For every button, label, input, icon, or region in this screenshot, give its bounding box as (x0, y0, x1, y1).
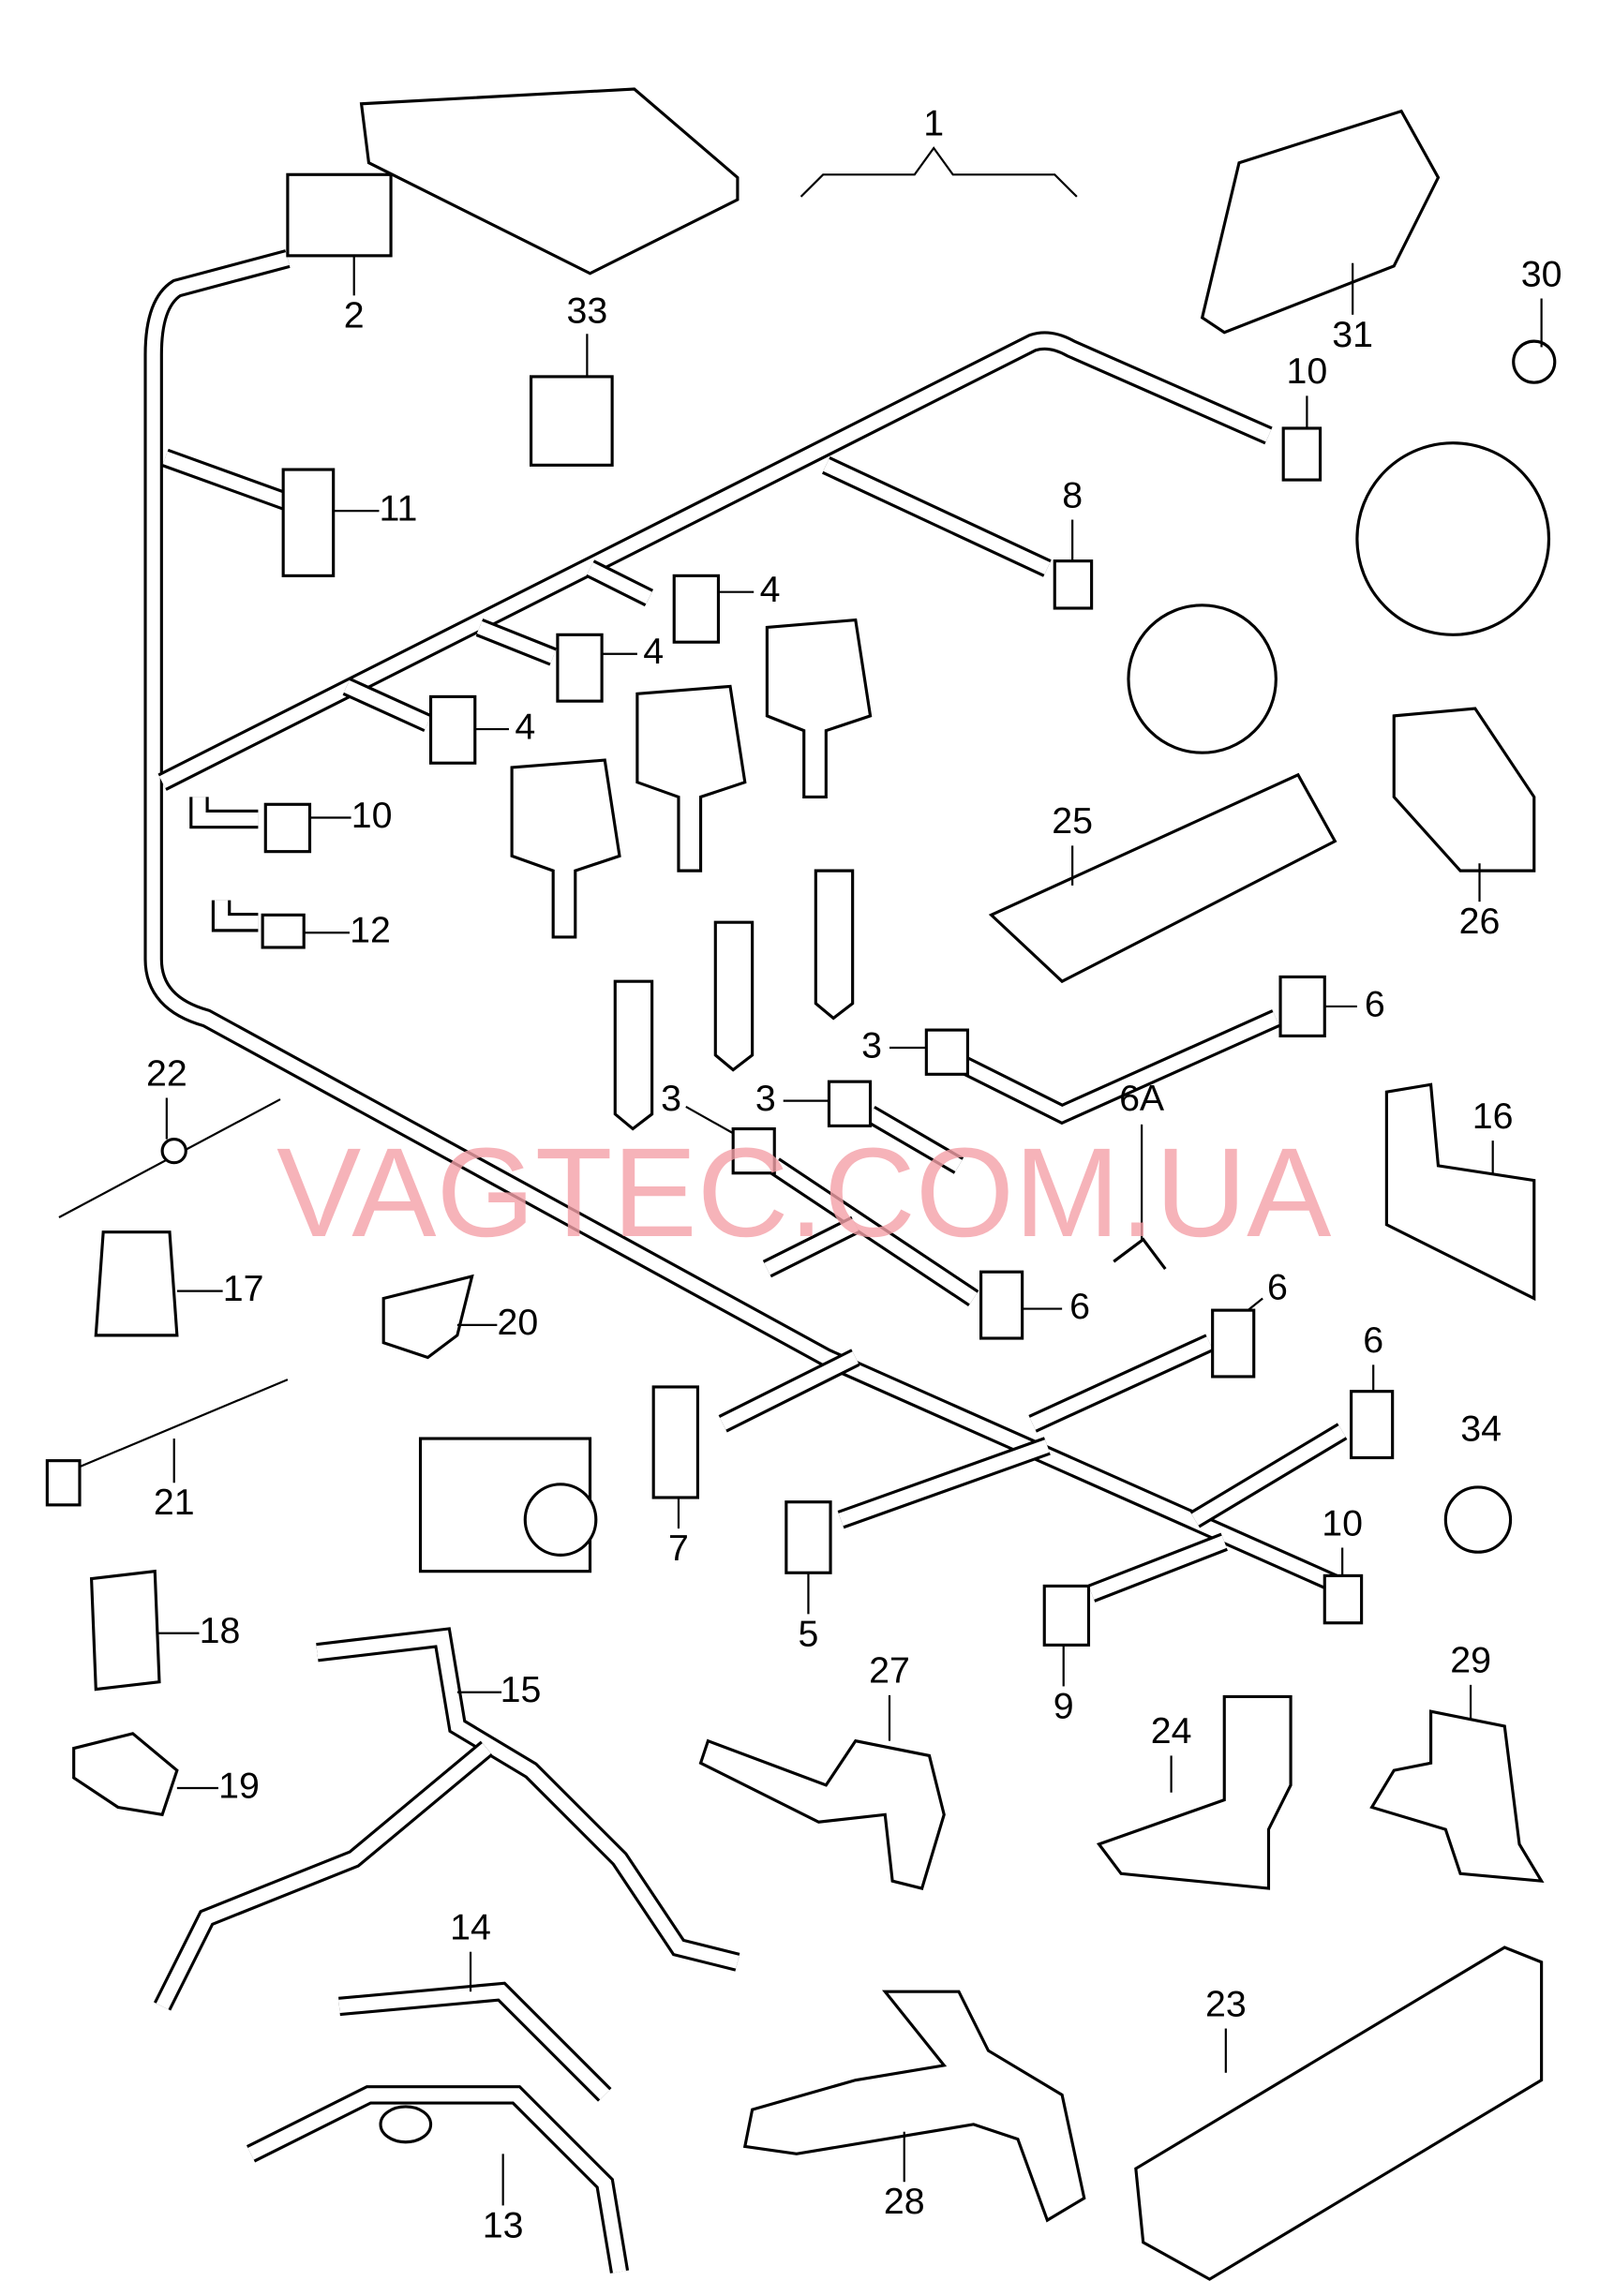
callout-13[interactable]: 13 (483, 2204, 524, 2245)
watermark: VAGTEC.COM.UA (276, 1121, 1331, 1263)
callout-21[interactable]: 21 (154, 1482, 195, 1523)
ignition-coil-2 (635, 684, 747, 872)
ac-compressor (1355, 441, 1551, 636)
injector-2 (713, 920, 755, 1072)
connector-9 (1042, 1584, 1091, 1647)
callout-10[interactable]: 10 (1287, 350, 1328, 392)
bracket-16 (1384, 1082, 1536, 1302)
callout-8[interactable]: 8 (1062, 474, 1083, 515)
injector-3 (613, 979, 654, 1131)
callout-6[interactable]: 6 (1069, 1286, 1090, 1327)
holder-18 (89, 1569, 161, 1692)
callout-17[interactable]: 17 (223, 1268, 264, 1309)
cable-tie-21 (58, 1379, 289, 1477)
callout-2[interactable]: 2 (344, 294, 365, 335)
connector-4b (556, 633, 604, 703)
callout-4[interactable]: 4 (643, 631, 664, 672)
cover-23 (1134, 1946, 1544, 2281)
wiring-harness (143, 249, 1362, 1603)
callout-11[interactable]: 11 (380, 488, 418, 529)
ignition-coil-1 (765, 618, 873, 799)
callout-3[interactable]: 3 (861, 1024, 882, 1066)
callout-16[interactable]: 16 (1472, 1096, 1514, 1137)
grommet-34 (1443, 1485, 1513, 1554)
callout-5[interactable]: 5 (799, 1613, 819, 1654)
callout-labels: 1 2 33 31 30 10 11 8 4 4 4 10 12 25 26 6… (146, 103, 1562, 2246)
connector-10a (1281, 426, 1323, 482)
callout-4[interactable]: 4 (515, 706, 535, 747)
connector-6b (979, 1270, 1024, 1340)
callout-10[interactable]: 10 (351, 795, 393, 836)
connector-6d (1350, 1390, 1395, 1460)
holder-17 (94, 1230, 179, 1337)
callout-4[interactable]: 4 (760, 569, 781, 610)
callout-25[interactable]: 25 (1052, 800, 1093, 842)
bracket-31 (1200, 109, 1441, 335)
callout-15[interactable]: 15 (501, 1669, 542, 1710)
callout-30[interactable]: 30 (1521, 253, 1562, 294)
clip-30 (1512, 339, 1557, 384)
callout-9[interactable]: 9 (1054, 1685, 1074, 1726)
connector-3c (731, 1126, 776, 1175)
callout-23[interactable]: 23 (1205, 1983, 1247, 2024)
connector-12 (261, 913, 306, 949)
bracket-28 (742, 1990, 1086, 2223)
wire-6A (1113, 1237, 1167, 1270)
callout-34[interactable]: 34 (1460, 1409, 1502, 1450)
callout-22[interactable]: 22 (146, 1052, 187, 1094)
connector-10b (263, 802, 312, 854)
callout-14[interactable]: 14 (450, 1907, 491, 1948)
connector-3a (924, 1028, 969, 1076)
clip-20 (381, 1274, 474, 1360)
ignition-coil-3 (510, 758, 621, 939)
injector-1 (814, 869, 855, 1021)
relay-carrier-33 (529, 375, 614, 467)
callout-1[interactable]: 1 (923, 103, 944, 144)
callout-12[interactable]: 12 (350, 910, 391, 951)
components (45, 87, 1557, 2281)
callout-20[interactable]: 20 (498, 1302, 539, 1343)
bracket-29 (1369, 1709, 1545, 1884)
connector-6c (1211, 1308, 1256, 1379)
connector-11 (281, 468, 336, 577)
callout-31[interactable]: 31 (1332, 314, 1373, 355)
leader-lines (157, 255, 1543, 2206)
callout-10[interactable]: 10 (1322, 1502, 1363, 1543)
connector-6a (1278, 975, 1326, 1037)
connector-7 (651, 1385, 699, 1499)
callout-6[interactable]: 6 (1365, 983, 1385, 1024)
callout-6[interactable]: 6 (1267, 1266, 1288, 1307)
callout-27[interactable]: 27 (869, 1650, 910, 1692)
callout-3[interactable]: 3 (755, 1078, 776, 1119)
callout-6A[interactable]: 6A (1119, 1078, 1165, 1119)
connector-5 (785, 1500, 832, 1574)
connector-8 (1053, 559, 1094, 610)
group-bracket-1 (800, 146, 1078, 198)
bracket-26 (1392, 707, 1536, 872)
connector-4a (672, 574, 721, 644)
bracket-24 (1096, 1694, 1293, 1890)
clip-19 (72, 1732, 179, 1817)
alternator (1127, 604, 1278, 754)
connector-3b (827, 1080, 873, 1127)
connector-4c (428, 694, 477, 765)
callout-24[interactable]: 24 (1151, 1710, 1192, 1752)
cover-25 (988, 772, 1337, 984)
control-unit (359, 87, 740, 276)
bracket-27 (698, 1738, 946, 1890)
callout-33[interactable]: 33 (566, 291, 607, 332)
callout-6[interactable]: 6 (1363, 1319, 1383, 1361)
callout-19[interactable]: 19 (218, 1765, 260, 1806)
callout-7[interactable]: 7 (668, 1528, 689, 1569)
callout-26[interactable]: 26 (1459, 901, 1501, 942)
callout-28[interactable]: 28 (884, 2181, 925, 2222)
connector-10c (1323, 1573, 1364, 1625)
connector-2 (286, 172, 393, 258)
callout-29[interactable]: 29 (1450, 1640, 1491, 1681)
callout-3[interactable]: 3 (661, 1078, 681, 1119)
callout-18[interactable]: 18 (200, 1610, 241, 1651)
